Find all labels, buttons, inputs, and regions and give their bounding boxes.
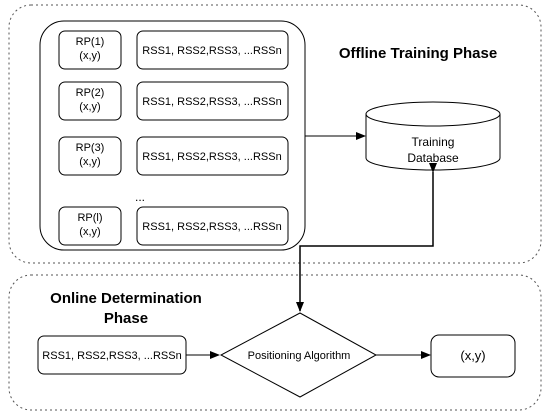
reference-point-row: RP(1) (x,y) RSS1, RSS2,RSS3, ...RSSn [58, 30, 289, 70]
rp-coord: (x,y) [79, 156, 100, 168]
database-label-line1: Training [412, 135, 455, 149]
rss-box [136, 136, 289, 176]
rss-box [136, 81, 289, 121]
rss-box [136, 206, 289, 246]
rss-values: RSS1, RSS2,RSS3, ...RSSn [142, 151, 281, 163]
rp-label: RP(2) [76, 87, 105, 99]
reference-point-row: RP(2) (x,y) RSS1, RSS2,RSS3, ...RSSn [58, 81, 289, 121]
database-algorithm-connector [296, 163, 437, 312]
rp-label: RP(l) [77, 212, 102, 224]
rp-label: RP(1) [76, 36, 105, 48]
rp-box [58, 206, 122, 246]
reference-point-row: RP(3) (x,y) RSS1, RSS2,RSS3, ...RSSn [58, 136, 289, 176]
rp-box [58, 136, 122, 176]
rp-coord: (x,y) [79, 50, 100, 62]
database-cylinder-top [365, 101, 501, 127]
rp-box [58, 30, 122, 70]
offline-phase-title: Offline Training Phase [339, 45, 497, 62]
output-text: (x,y) [460, 348, 485, 363]
output-box [430, 334, 516, 378]
rss-values: RSS1, RSS2,RSS3, ...RSSn [142, 96, 281, 108]
rss-values: RSS1, RSS2,RSS3, ...RSSn [142, 45, 281, 57]
rss-box [136, 30, 289, 70]
positioning-algorithm-label: Positioning Algorithm [248, 350, 351, 362]
database-label-line2: Database [407, 151, 459, 165]
rp-label: RP(3) [76, 142, 105, 154]
offline-phase-border [8, 4, 542, 264]
rss-values: RSS1, RSS2,RSS3, ...RSSn [142, 221, 281, 233]
online-rss-input-text: RSS1, RSS2,RSS3, ...RSSn [42, 350, 181, 362]
online-phase-title-line1: Online Determination [50, 290, 202, 307]
reference-point-row: RP(l) (x,y) RSS1, RSS2,RSS3, ...RSSn [58, 206, 289, 246]
training-database: Training Database [365, 101, 501, 171]
ellipsis: ... [135, 190, 145, 204]
rp-coord: (x,y) [79, 226, 100, 238]
online-phase-title-line2: Phase [104, 310, 148, 327]
online-phase-border [8, 274, 542, 411]
positioning-algorithm-diamond [219, 312, 378, 398]
rp-coord: (x,y) [79, 101, 100, 113]
rp-box [58, 81, 122, 121]
